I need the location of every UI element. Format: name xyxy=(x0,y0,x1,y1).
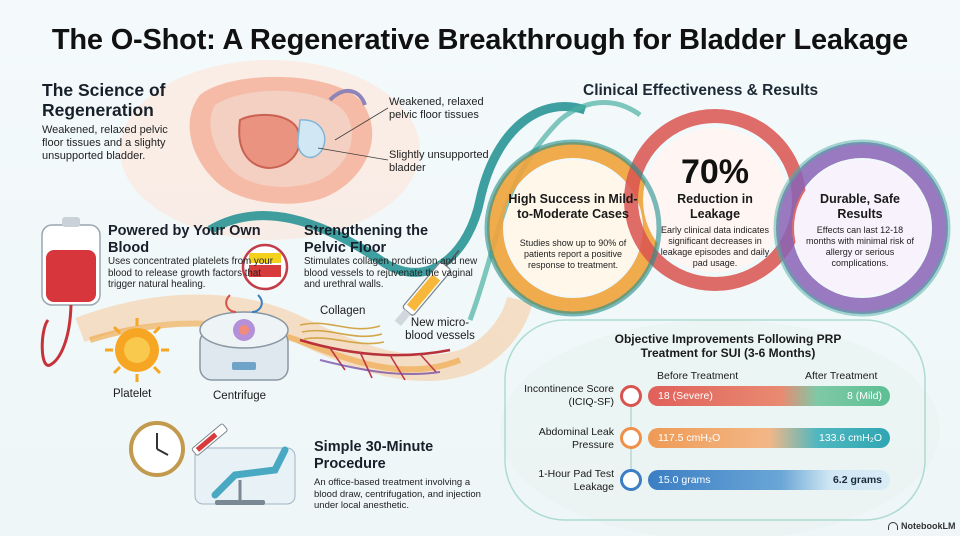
notebooklm-logo-icon xyxy=(888,522,898,530)
blood-section-description: Uses concentrated platelets from your bl… xyxy=(108,256,273,290)
reduction-stat: 70% xyxy=(680,153,750,191)
blood-vessels-icon xyxy=(299,338,451,381)
platelet-icon xyxy=(105,318,169,382)
procedure-section-description: An office-based treatment involving a bl… xyxy=(314,477,481,511)
durable-circle-title: Durable, Safe Results xyxy=(820,192,900,221)
platelet-label: Platelet xyxy=(113,388,152,400)
strengthening-section-title: Strengthening the Pelvic Floor xyxy=(304,223,429,256)
watermark-text: NotebookLM xyxy=(901,521,956,531)
science-section-title: The Science of Regeneration xyxy=(42,80,166,120)
improvements-title: Objective Improvements Following PRP Tre… xyxy=(614,332,842,360)
centrifuge-icon xyxy=(199,294,289,381)
incontinence-score-label: Incontinence Score (ICIQ-SF) xyxy=(524,383,614,408)
pad-test-bar: 15.0 grams 6.2 grams xyxy=(648,470,890,490)
clinical-section-title: Clinical Effectiveness & Results xyxy=(583,82,819,99)
bladder-label: Slightly unsupported bladder xyxy=(389,149,489,174)
incontinence-before-value: 18 (Severe) xyxy=(658,390,713,402)
notebooklm-watermark: NotebookLM xyxy=(888,521,956,531)
syringe-icon xyxy=(394,250,460,326)
vessels-label: New micro-blood vessels xyxy=(405,317,475,342)
tissues-label: Weakened, relaxed pelvic floor tissues xyxy=(389,96,484,121)
clock-icon xyxy=(129,421,185,477)
incontinence-node xyxy=(620,385,642,407)
clinical-rings xyxy=(484,109,951,317)
collagen-fibers-icon xyxy=(299,322,385,345)
centrifuge-label: Centrifuge xyxy=(213,390,267,402)
durable-circle-description: Effects can last 12-18 months with minim… xyxy=(805,225,915,268)
before-column-header: Before Treatment xyxy=(657,370,739,382)
after-column-header: After Treatment xyxy=(805,370,878,382)
leak-pressure-after-value: 133.6 cmH₂O xyxy=(818,432,882,444)
reduction-circle-title: Reduction in Leakage xyxy=(677,192,753,221)
incontinence-after-value: 8 (Mild) xyxy=(846,390,882,402)
blood-section-title: Powered by Your Own Blood xyxy=(108,223,261,256)
pad-test-after-value: 6.2 grams xyxy=(832,474,882,486)
leak-pressure-bar: 117.5 cmH₂O 133.6 cmH₂O xyxy=(648,428,890,448)
reduction-circle-description: Early clinical data indicates significan… xyxy=(660,225,770,268)
science-section-description: Weakened, relaxed pelvic floor tissues a… xyxy=(42,124,168,162)
pelvic-anatomy-illustration xyxy=(189,76,389,204)
leak-pressure-node xyxy=(620,427,642,449)
success-circle-title: High Success in Mild-to-Moderate Cases xyxy=(508,192,638,221)
success-circle-description: Studies show up to 90% of patients repor… xyxy=(519,238,627,270)
page-title: The O-Shot: A Regenerative Breakthrough … xyxy=(51,24,909,56)
pad-test-label: 1-Hour Pad Test Leakage xyxy=(538,468,614,493)
pad-test-node xyxy=(620,469,642,491)
pad-test-before-value: 15.0 grams xyxy=(658,474,711,486)
leak-pressure-before-value: 117.5 cmH₂O xyxy=(658,432,721,444)
treatment-chair-icon xyxy=(191,423,296,505)
iv-blood-bag-icon xyxy=(40,217,101,367)
leak-pressure-label: Abdominal Leak Pressure xyxy=(538,426,614,451)
collagen-label: Collagen xyxy=(320,305,366,317)
incontinence-score-bar: 18 (Severe) 8 (Mild) xyxy=(648,386,890,406)
procedure-section-title: Simple 30-Minute Procedure xyxy=(314,439,434,472)
strengthening-section-description: Stimulates collagen production and new b… xyxy=(304,256,478,290)
